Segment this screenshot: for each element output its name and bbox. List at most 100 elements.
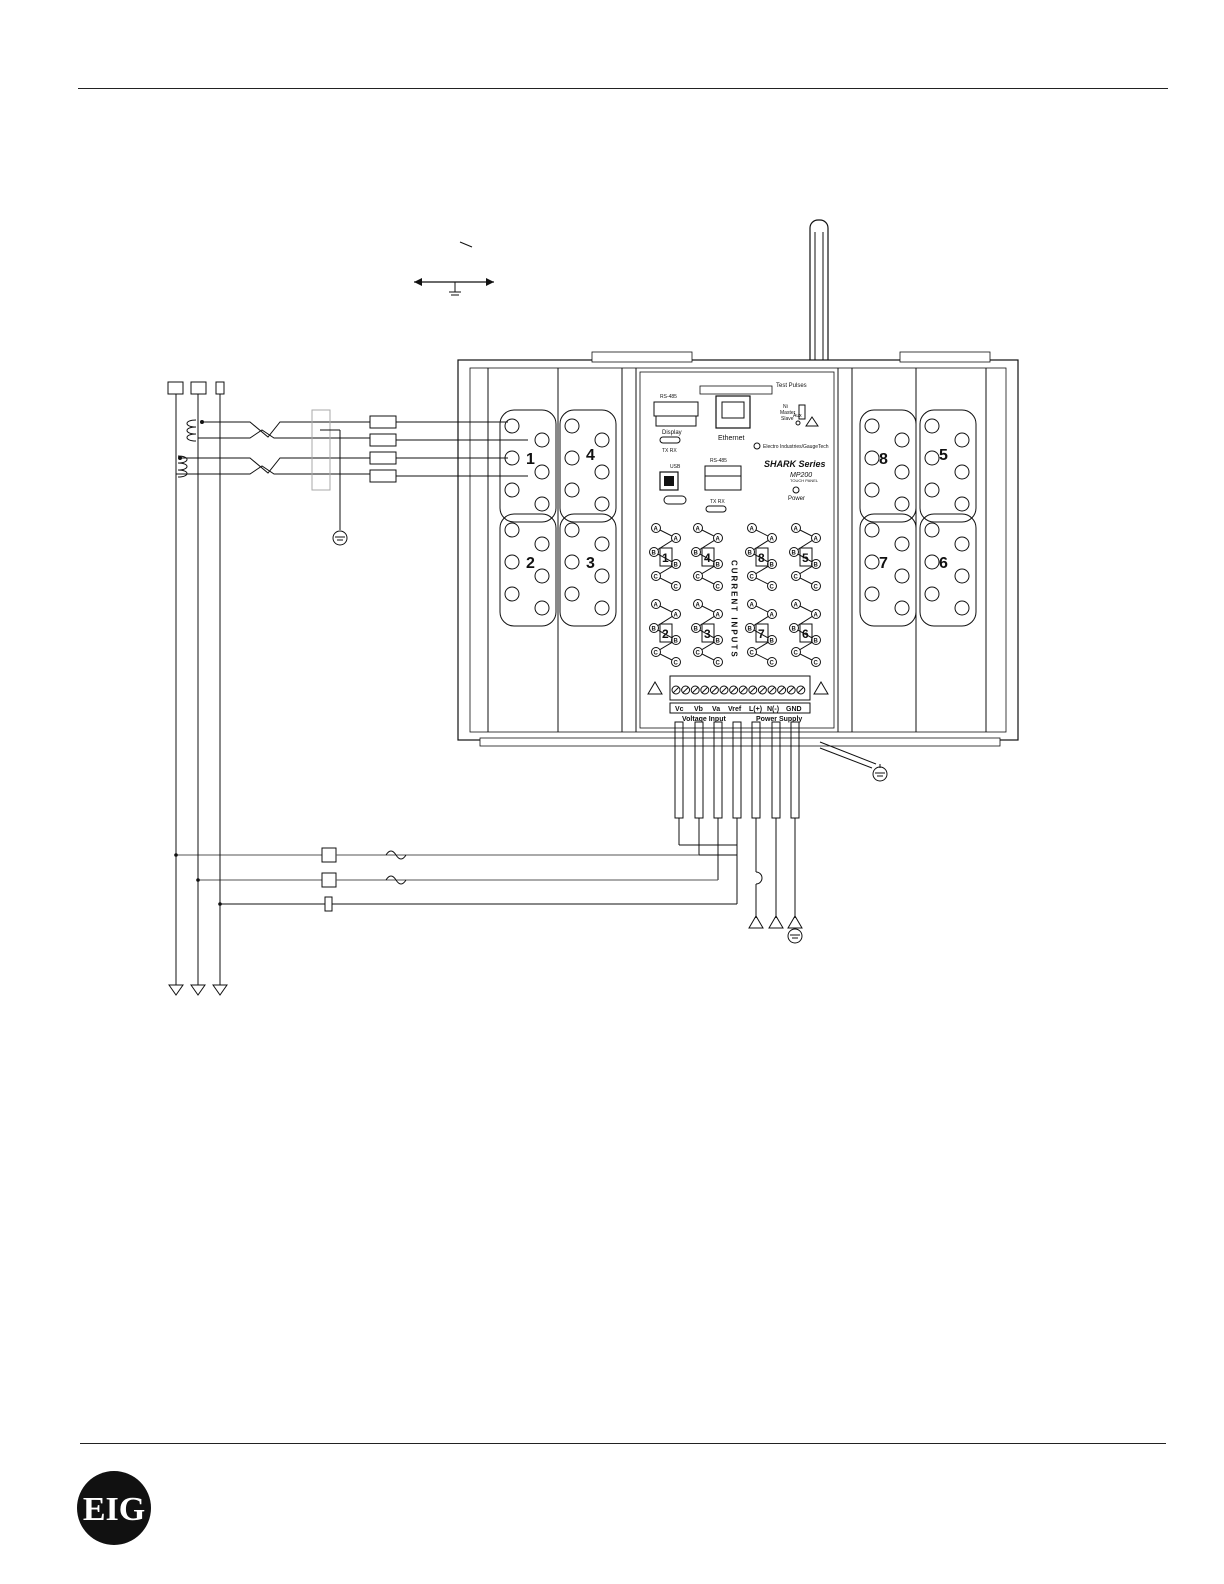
supply-bus <box>167 381 228 996</box>
ct-terminal-letter: A <box>674 613 679 619</box>
ct-terminal-letter: B <box>694 551 699 557</box>
ct-terminal-letter: B <box>770 563 775 569</box>
meter-body <box>457 351 1019 747</box>
ct-terminal-letter: C <box>654 575 659 581</box>
ct-terminal-letter: C <box>674 661 679 667</box>
test-pulses-block: Test Pulses <box>699 383 807 395</box>
terminal-screw <box>564 418 580 434</box>
terminal-screw <box>504 522 520 538</box>
warning-icon <box>805 416 819 427</box>
ct-terminal-letter: B <box>792 551 797 557</box>
terminal-screw <box>594 568 610 584</box>
ct-terminal <box>691 547 701 557</box>
strip-screw <box>700 685 710 695</box>
ct-terminal <box>693 571 703 581</box>
ct-terminal <box>747 571 757 581</box>
eig-mini-logo-icon <box>753 442 761 450</box>
ct-terminal-letter: A <box>814 537 819 543</box>
ct-terminal <box>671 609 681 619</box>
ct-terminal <box>791 571 801 581</box>
ct-terminal-letter: C <box>716 585 721 591</box>
ct-terminal <box>713 609 723 619</box>
terminal-screw <box>564 586 580 602</box>
ct-terminal-letter: C <box>814 585 819 591</box>
ct-terminal <box>791 647 801 657</box>
ct-terminal <box>789 547 799 557</box>
terminal-screw <box>594 536 610 552</box>
ct-terminal-letter: B <box>652 627 657 633</box>
terminal-screw <box>864 450 880 466</box>
terminal-screw <box>954 432 970 448</box>
terminal-strip <box>647 675 829 701</box>
rs485-port-label: RS-485 <box>710 458 727 464</box>
terminal-screw <box>594 496 610 512</box>
rs485-port[interactable]: RS-485 TX RX <box>704 458 742 513</box>
voltage-wiring <box>174 818 738 912</box>
ct-terminal <box>713 657 723 667</box>
ground-icon <box>332 530 348 546</box>
ct-number: 2 <box>662 627 669 641</box>
module-number: 4 <box>586 447 595 464</box>
strip-screw <box>709 685 719 695</box>
module-terminals <box>504 418 970 616</box>
strip-screw <box>681 685 691 695</box>
terminal-screw <box>534 568 550 584</box>
ct-terminal <box>745 623 755 633</box>
module-number: 2 <box>526 555 535 572</box>
ground-arrow-symbol <box>414 241 494 296</box>
terminal-screw <box>534 432 550 448</box>
terminal-screw <box>954 464 970 480</box>
ct-terminal-letter: A <box>716 537 721 543</box>
terminal-screw <box>534 600 550 616</box>
ct-terminal-letter: A <box>794 527 799 533</box>
terminal-screw <box>894 600 910 616</box>
terminal-screw <box>894 568 910 584</box>
terminal-screw <box>894 496 910 512</box>
ni-label: Ni <box>783 404 788 410</box>
terminal-screw <box>594 600 610 616</box>
current-inputs-label: CURRENT INPUTS <box>730 560 739 659</box>
usb-label: USB <box>670 464 681 470</box>
ct-terminal-letter: A <box>750 527 755 533</box>
master-slave-switch[interactable]: Ni Master Slave <box>780 404 806 422</box>
usb-port[interactable]: USB <box>659 464 687 505</box>
ct-terminal-letter: A <box>770 613 775 619</box>
terminal-screw <box>924 554 940 570</box>
warning-icon <box>813 681 829 695</box>
model-sub-label: TOUCH PANEL <box>790 478 819 483</box>
ct-number: 5 <box>802 551 809 565</box>
terminal-vb: Vb <box>694 706 703 713</box>
ct-number-box <box>799 623 813 643</box>
ct-terminal-letter: B <box>814 563 819 569</box>
terminal-gnd: GND <box>786 706 802 713</box>
ct-terminal <box>767 533 777 543</box>
module-number: 6 <box>939 555 948 572</box>
ethernet-port[interactable]: Ethernet <box>715 395 751 442</box>
terminal-n: N(-) <box>767 706 779 713</box>
ct-number-box <box>701 547 715 567</box>
ct-number-box <box>659 623 673 643</box>
ct-terminal-letter: C <box>770 585 775 591</box>
terminal-screw <box>564 554 580 570</box>
ct-terminal-letter: B <box>694 627 699 633</box>
terminal-screw <box>954 496 970 512</box>
terminal-l: L(+) <box>749 706 762 713</box>
module-number: 8 <box>879 451 888 468</box>
ct-number: 8 <box>758 551 765 565</box>
master-label: Master <box>780 410 796 416</box>
terminal-screw <box>954 600 970 616</box>
test-pulses-label: Test Pulses <box>776 383 807 389</box>
terminal-screw <box>924 586 940 602</box>
ct-terminal-letter: B <box>716 563 721 569</box>
footer-rule <box>80 1443 1166 1444</box>
ct-terminal <box>691 623 701 633</box>
ct-terminal-letter: B <box>814 639 819 645</box>
module-number: 3 <box>586 555 595 572</box>
strip-screw <box>757 685 767 695</box>
ct-terminal <box>713 581 723 591</box>
terminal-screw <box>954 568 970 584</box>
strip-screw <box>777 685 787 695</box>
aux-led: Aux <box>793 413 819 427</box>
terminal-screw <box>564 522 580 538</box>
ct-terminal-letter: C <box>696 651 701 657</box>
